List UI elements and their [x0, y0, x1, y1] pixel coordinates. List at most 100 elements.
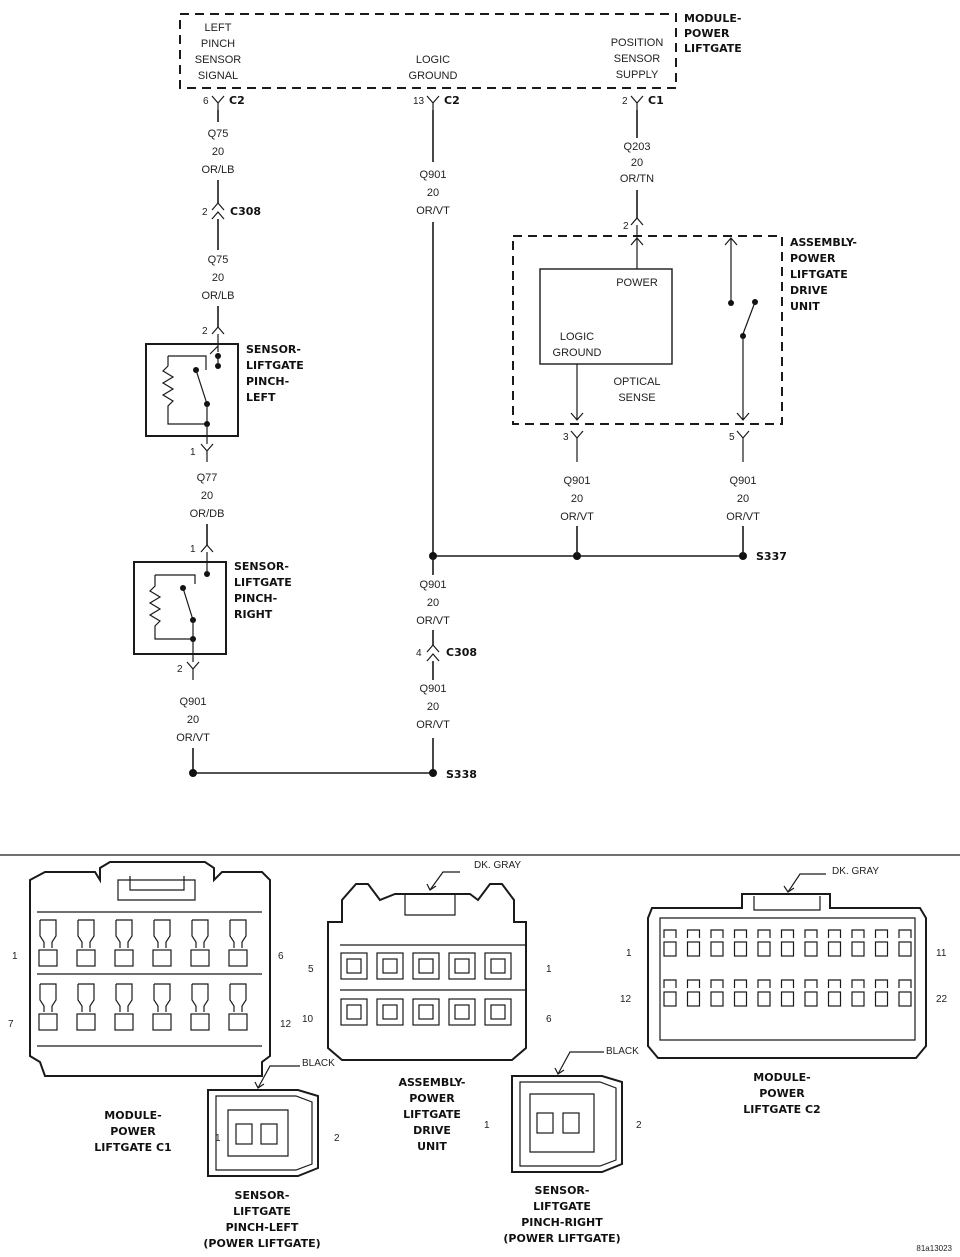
svg-text:4: 4 — [416, 648, 422, 659]
svg-text:10: 10 — [302, 1014, 314, 1025]
pin-label-position-3: SUPPLY — [616, 69, 659, 81]
svg-text:PINCH-LEFT: PINCH-LEFT — [226, 1221, 299, 1234]
svg-text:GROUND: GROUND — [553, 347, 602, 359]
c1-cavity — [228, 983, 248, 1031]
svg-text:LIFTGATE: LIFTGATE — [790, 268, 848, 281]
c2-cavity — [686, 979, 701, 1007]
c2-cavity — [757, 929, 771, 957]
svg-text:OR/VT: OR/VT — [176, 732, 210, 744]
connector-view-pinch-left: BLACK 1 2 SENSOR- LIFTGATE PINCH-LEFT (P… — [203, 1058, 340, 1250]
drive-unit-pin3: 3 — [563, 430, 584, 462]
module-pin-13-c2: 13 C2 — [413, 94, 460, 110]
module-power-liftgate: MODULE- POWER LIFTGATE LEFT PINCH SENSOR… — [179, 12, 742, 89]
wire-q77: Q77 20 OR/DB — [190, 472, 224, 545]
svg-text:20: 20 — [571, 493, 583, 505]
svg-text:2: 2 — [177, 664, 183, 675]
svg-text:Q901: Q901 — [420, 169, 447, 181]
svg-text:1: 1 — [626, 948, 632, 959]
pin-label-logic-ground-1: LOGIC — [416, 54, 450, 66]
drive-cavity — [484, 998, 512, 1026]
connector-c308-pin4: 4 C308 — [416, 644, 477, 662]
drive-cavity — [448, 952, 476, 980]
svg-text:OR/LB: OR/LB — [201, 164, 234, 176]
svg-text:DK. GRAY: DK. GRAY — [474, 860, 521, 871]
drive-cavity — [376, 998, 404, 1026]
c1-cavity — [152, 983, 172, 1031]
svg-text:SENSOR-: SENSOR- — [535, 1184, 590, 1197]
svg-text:3: 3 — [563, 432, 569, 443]
svg-text:(POWER LIFTGATE): (POWER LIFTGATE) — [503, 1232, 620, 1245]
drive-cavity — [412, 952, 440, 980]
svg-text:20: 20 — [427, 187, 439, 199]
svg-text:OR/VT: OR/VT — [726, 511, 760, 523]
svg-text:12: 12 — [620, 994, 632, 1005]
svg-text:PINCH-RIGHT: PINCH-RIGHT — [521, 1216, 603, 1229]
c1-cavity — [228, 919, 248, 967]
connector-view-drive-unit: DK. GRAY 5 1 10 6 ASSEMBLY- POWER LIFTGA… — [302, 860, 552, 1153]
svg-text:11: 11 — [936, 948, 947, 959]
connector-c308-pin2: 2 C308 — [202, 202, 261, 220]
svg-text:POWER: POWER — [409, 1092, 455, 1105]
svg-text:OR/VT: OR/VT — [416, 719, 450, 731]
drive-cavity — [376, 952, 404, 980]
svg-text:MODULE-: MODULE- — [104, 1109, 161, 1122]
svg-text:PINCH-: PINCH- — [234, 592, 277, 605]
svg-text:2: 2 — [202, 326, 208, 337]
connector-view-pinch-right: BLACK 1 2 SENSOR- LIFTGATE PINCH-RIGHT (… — [484, 1046, 642, 1245]
c1-cavity — [190, 919, 210, 967]
svg-text:Q901: Q901 — [420, 683, 447, 695]
svg-text:POWER: POWER — [790, 252, 836, 265]
wire-q901-pin3: Q901 20 OR/VT — [560, 475, 594, 556]
wire-q203: Q203 20 OR/TN — [620, 110, 654, 218]
svg-text:1: 1 — [190, 544, 196, 555]
drive-unit-pin2: 2 — [623, 217, 644, 232]
sensor-liftgate-pinch-right: SENSOR- LIFTGATE PINCH- RIGHT — [133, 552, 292, 662]
c1-cavity — [114, 919, 134, 967]
c2-cavity — [757, 979, 771, 1007]
svg-text:6: 6 — [203, 96, 209, 107]
c1-cavity — [38, 919, 58, 967]
svg-text:SENSOR-: SENSOR- — [234, 560, 289, 573]
svg-text:OR/LB: OR/LB — [201, 290, 234, 302]
svg-text:2: 2 — [636, 1120, 642, 1131]
svg-text:6: 6 — [278, 951, 284, 962]
svg-text:BLACK: BLACK — [302, 1058, 335, 1069]
module-title-line2: POWER — [684, 27, 730, 40]
svg-text:UNIT: UNIT — [790, 300, 820, 313]
drive-cavity — [340, 952, 368, 980]
sensor-left-pin1: 1 — [190, 443, 214, 462]
c1-cavity — [114, 983, 134, 1031]
svg-text:20: 20 — [427, 701, 439, 713]
svg-text:Q901: Q901 — [420, 579, 447, 591]
svg-text:Q901: Q901 — [730, 475, 757, 487]
sensor-liftgate-pinch-left: SENSOR- LIFTGATE PINCH- LEFT — [145, 334, 304, 444]
sensor-right-pin2: 2 — [177, 661, 200, 680]
svg-text:POWER: POWER — [616, 277, 658, 289]
svg-text:20: 20 — [212, 146, 224, 158]
wire-q75-upper: Q75 20 OR/LB — [201, 110, 235, 203]
svg-text:20: 20 — [427, 597, 439, 609]
svg-text:13: 13 — [413, 96, 425, 107]
svg-text:OR/VT: OR/VT — [560, 511, 594, 523]
svg-text:5: 5 — [308, 964, 314, 975]
svg-text:DRIVE: DRIVE — [413, 1124, 451, 1137]
assembly-power-liftgate-drive-unit: ASSEMBLY- POWER LIFTGATE DRIVE UNIT POWE… — [512, 225, 857, 425]
svg-text:OR/VT: OR/VT — [416, 615, 450, 627]
svg-text:PINCH-: PINCH- — [246, 375, 289, 388]
module-pin-2-c1: 2 C1 — [622, 94, 664, 110]
svg-text:(POWER LIFTGATE): (POWER LIFTGATE) — [203, 1237, 320, 1250]
drive-cavity — [448, 998, 476, 1026]
svg-text:2: 2 — [622, 96, 628, 107]
svg-text:Q75: Q75 — [208, 128, 229, 140]
svg-text:LIFTGATE: LIFTGATE — [246, 359, 304, 372]
svg-text:20: 20 — [201, 490, 213, 502]
svg-text:SENSOR-: SENSOR- — [246, 343, 301, 356]
wire-q75-lower: Q75 20 OR/LB — [201, 219, 235, 327]
svg-text:20: 20 — [631, 157, 643, 169]
svg-text:Q203: Q203 — [624, 141, 651, 153]
svg-text:Q901: Q901 — [180, 696, 207, 708]
c1-cavity — [152, 919, 172, 967]
svg-text:LIFTGATE: LIFTGATE — [234, 576, 292, 589]
c2-cavity — [804, 929, 818, 957]
